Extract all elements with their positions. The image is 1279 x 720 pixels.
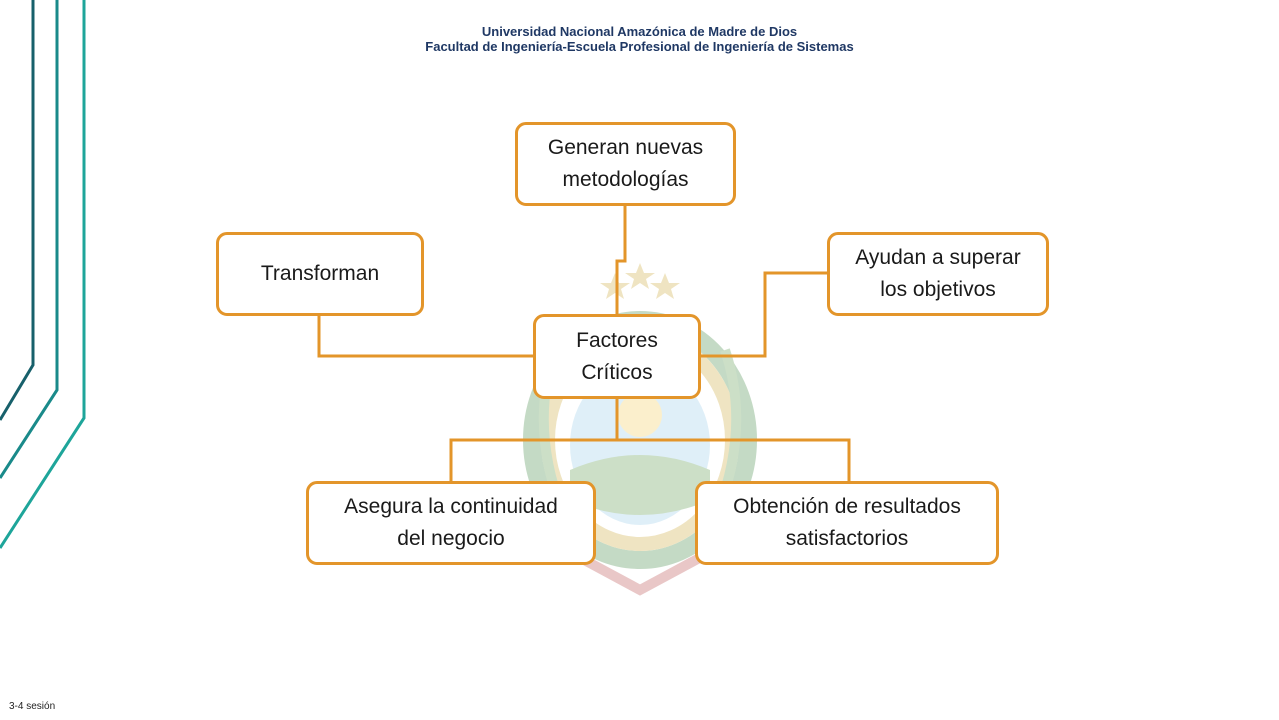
node-bottom-right: Obtención de resultados satisfactorios [695, 481, 999, 565]
node-top: Generan nuevas metodologías [515, 122, 736, 206]
node-right-label: Ayudan a superar los objetivos [855, 246, 1021, 301]
slide-label: 3-4 sesión [9, 701, 56, 712]
faculty-name: Facultad de Ingeniería-Escuela Profesion… [425, 39, 854, 54]
node-center: Factores Críticos [533, 314, 701, 399]
node-top-label: Generan nuevas metodologías [547, 136, 704, 191]
node-left-label: Transforman [260, 262, 380, 285]
node-bottom-left-label: Asegura la continuidad del negocio [344, 495, 558, 550]
deco-line-3 [0, 0, 86, 549]
deco-line-1 [0, 0, 35, 421]
university-name: Universidad Nacional Amazónica de Madre … [481, 24, 798, 39]
connector-center-left [317, 315, 535, 358]
connector-center-top [615, 205, 627, 316]
connector-bottom-branch [449, 438, 851, 481]
institution-header: Universidad Nacional Amazónica de Madre … [0, 24, 1279, 54]
deco-line-2 [0, 0, 59, 479]
node-left: Transforman [216, 232, 424, 316]
node-center-label: Factores Críticos [576, 328, 658, 384]
connector-center-right [701, 271, 829, 358]
node-right: Ayudan a superar los objetivos [827, 232, 1049, 316]
node-bottom-right-label: Obtención de resultados satisfactorios [733, 495, 961, 550]
node-bottom-left: Asegura la continuidad del negocio [306, 481, 596, 565]
decorative-side-lines [0, 0, 86, 549]
